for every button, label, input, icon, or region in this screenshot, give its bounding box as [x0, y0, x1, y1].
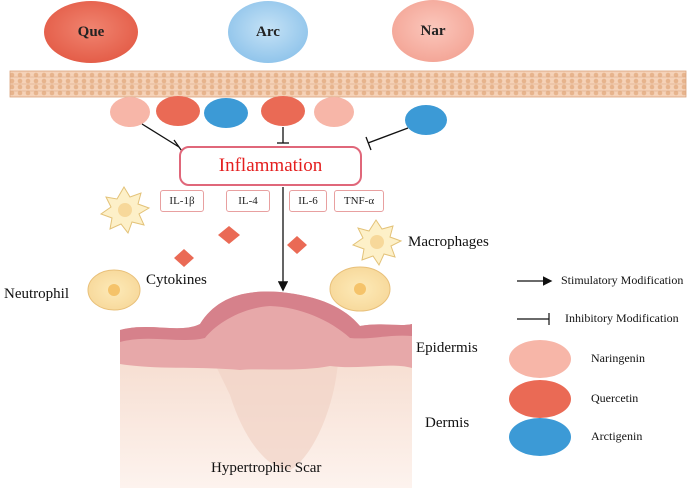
- neutrophil-label: Neutrophil: [4, 286, 69, 302]
- macrophage-2: [351, 219, 403, 267]
- cytokine-diamond-2: [287, 236, 307, 254]
- cytokine-diamond-3: [174, 249, 194, 267]
- legend-naringenin: Naringenin: [591, 351, 645, 365]
- nar-ellipse: [392, 0, 474, 62]
- nar-label: Nar: [420, 22, 446, 39]
- quercetin-molecule-1: [156, 96, 200, 126]
- cytokine-il4: IL-4: [226, 190, 270, 212]
- epidermis-top: [120, 291, 412, 342]
- legend-inhibit-icon: [517, 313, 550, 325]
- cytokine-il6: IL-6: [289, 190, 327, 212]
- neutrophil-1: [87, 269, 141, 311]
- que-ellipse: [44, 1, 138, 63]
- cytokine-il1b: IL-1β: [160, 190, 204, 212]
- cytokine-tnfa: TNF-α: [334, 190, 384, 212]
- legend-quercetin-swatch: [509, 380, 571, 418]
- inflammation-box: Inflammation: [179, 146, 362, 186]
- que-label: Que: [77, 23, 105, 40]
- inhibition-lines: [141, 123, 409, 155]
- scar-label: Hypertrophic Scar: [211, 460, 322, 476]
- arc-label: Arc: [256, 23, 280, 40]
- legend-arctigenin-swatch: [509, 418, 571, 456]
- arctigenin-molecule-2: [405, 105, 447, 135]
- legend-inhibitory: Inhibitory Modification: [565, 311, 679, 325]
- cytokines-label: Cytokines: [146, 272, 207, 288]
- legend-arctigenin: Arctigenin: [591, 429, 643, 443]
- arc-ellipse: [228, 1, 308, 63]
- cell-membrane: [9, 70, 687, 98]
- naringenin-molecule-1: [110, 97, 150, 127]
- neutrophil-2: [329, 266, 391, 312]
- cytokine-diamond-1: [218, 226, 240, 244]
- legend-stimulatory: Stimulatory Modification: [561, 273, 684, 287]
- arctigenin-molecule-1: [204, 98, 248, 128]
- quercetin-molecule-2: [261, 96, 305, 126]
- macrophage-1: [99, 186, 151, 235]
- macrophages-label: Macrophages: [408, 234, 489, 250]
- naringenin-molecule-2: [314, 97, 354, 127]
- epidermis-label: Epidermis: [416, 340, 478, 356]
- legend-naringenin-swatch: [509, 340, 571, 378]
- legend-quercetin: Quercetin: [591, 391, 639, 405]
- dermis-label: Dermis: [425, 415, 470, 431]
- scar-core: [214, 362, 338, 470]
